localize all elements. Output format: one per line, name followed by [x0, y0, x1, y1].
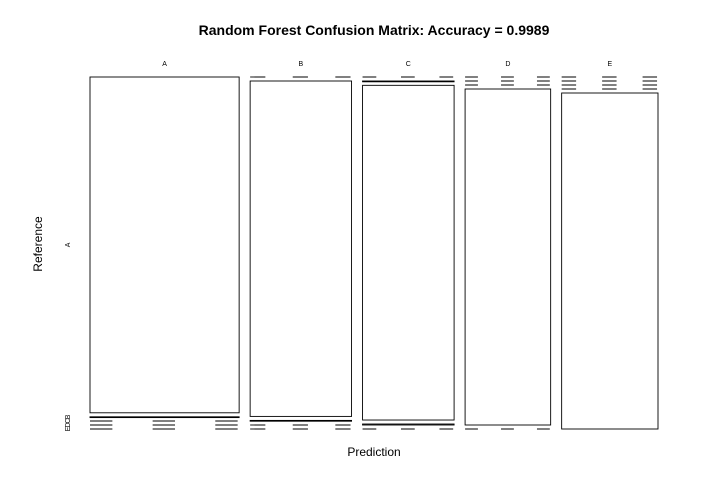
y-axis-label: Reference: [31, 216, 45, 272]
cell-ref-b-pred-a: [89, 416, 240, 419]
x-axis-label: Prediction: [347, 445, 400, 459]
x-tick-label-c: C: [406, 61, 411, 68]
cell-ref-c-pred-b: [249, 419, 353, 422]
x-tick-label-a: A: [162, 61, 167, 68]
cell-ref-b-pred-c: [362, 80, 455, 83]
x-tick-label-b: B: [299, 61, 304, 68]
cell-ref-d-pred-c: [362, 423, 455, 426]
y-tick-label-a: A: [65, 242, 72, 247]
chart-title: Random Forest Confusion Matrix: Accuracy…: [199, 22, 550, 38]
cell-ref-d-pred-d: [464, 88, 552, 426]
y-tick-label-e: E: [65, 426, 72, 431]
cell-ref-a-pred-a: [89, 76, 240, 414]
cell-ref-c-pred-c: [362, 84, 455, 421]
y-tick-label-c: C: [65, 418, 72, 423]
cell-ref-e-pred-e: [561, 92, 659, 430]
y-tick-label-d: D: [65, 422, 72, 427]
x-tick-label-d: D: [505, 61, 510, 68]
cell-ref-b-pred-b: [249, 80, 353, 417]
x-tick-label-e: E: [607, 61, 612, 68]
y-tick-label-b: B: [65, 414, 72, 419]
